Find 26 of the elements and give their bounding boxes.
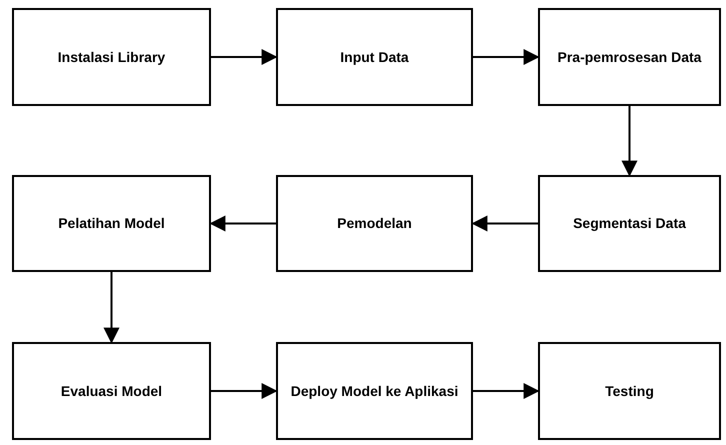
process-box — [276, 8, 473, 106]
process-box — [276, 342, 473, 440]
arrow — [211, 49, 278, 65]
process-box — [538, 342, 721, 440]
box-label: Pelatihan Model — [58, 214, 165, 233]
process-box — [12, 175, 211, 272]
box-label: Input Data — [340, 48, 409, 66]
box-label: Pra-pemrosesan Data — [558, 48, 702, 66]
arrow — [473, 49, 540, 65]
arrow — [473, 383, 540, 399]
arrow — [104, 272, 120, 344]
box-label: Segmentasi Data — [573, 214, 686, 233]
arrow — [209, 216, 276, 232]
process-box — [12, 342, 211, 440]
box-label: Deploy Model ke Aplikasi — [290, 382, 458, 400]
box-label: Instalasi Library — [58, 48, 166, 66]
box-label: Testing — [605, 382, 654, 400]
process-box — [538, 175, 721, 272]
arrow — [471, 216, 538, 232]
arrow — [622, 106, 638, 177]
process-box — [12, 8, 211, 106]
box-label: Pemodelan — [337, 214, 412, 233]
arrow — [211, 383, 278, 399]
process-box — [276, 175, 473, 272]
process-box — [538, 8, 721, 106]
box-label: Evaluasi Model — [60, 382, 162, 400]
